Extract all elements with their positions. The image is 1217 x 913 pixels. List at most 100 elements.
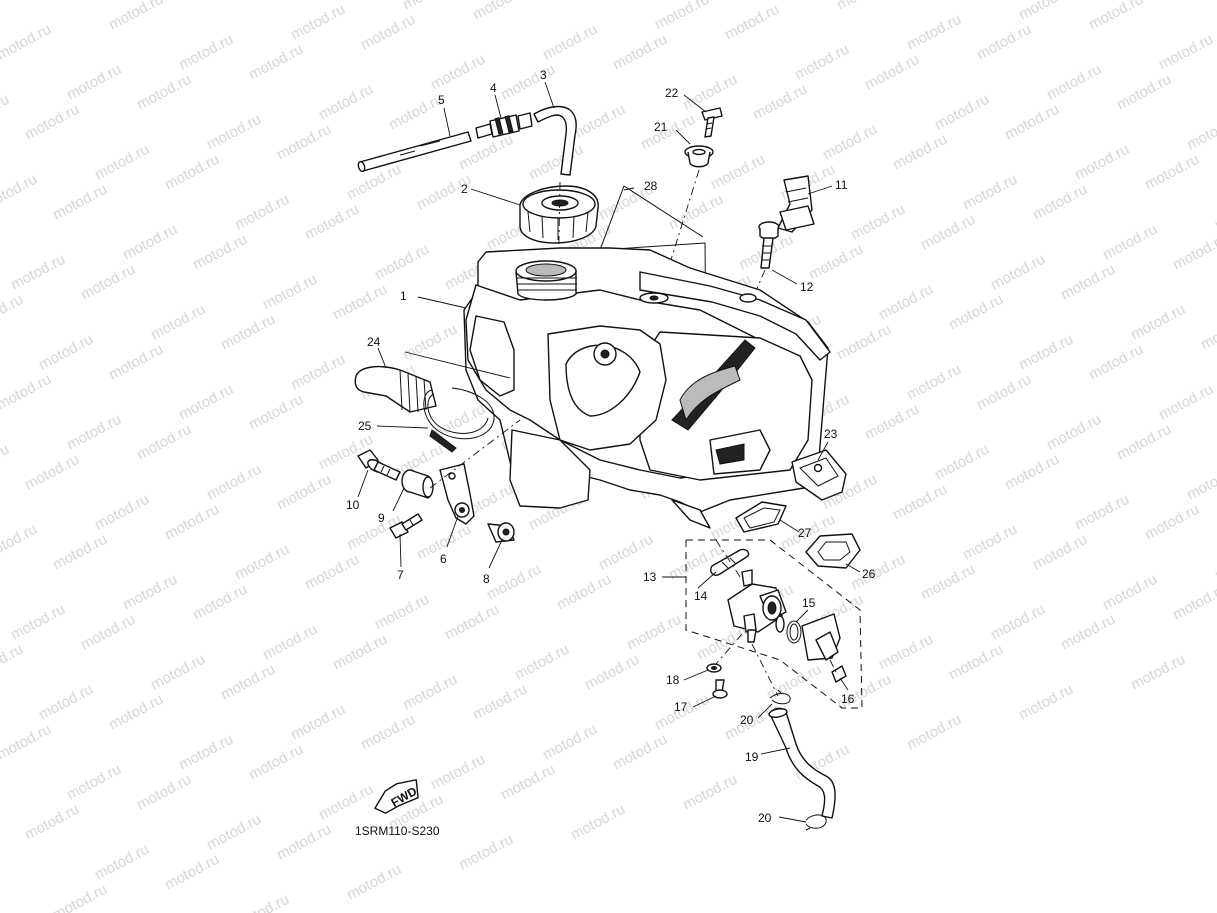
- watermark-text: motod.ru: [834, 0, 894, 14]
- watermark-text: motod.ru: [1114, 71, 1174, 114]
- watermark-text: motod.ru: [1100, 571, 1160, 614]
- watermark-text: motod.ru: [162, 851, 222, 894]
- watermark-text: motod.ru: [358, 711, 418, 754]
- watermark-text: motod.ru: [904, 711, 964, 754]
- watermark-text: motod.ru: [1170, 581, 1217, 624]
- fuel-tank-1: [463, 247, 831, 529]
- watermark-text: motod.ru: [722, 1, 782, 44]
- hose-joint-4: [475, 112, 533, 139]
- callout-25: 25: [358, 419, 372, 433]
- callout-27: 27: [798, 526, 812, 540]
- watermark-text: motod.ru: [288, 1, 348, 44]
- watermark-text: motod.ru: [316, 781, 376, 824]
- watermark-text: motod.ru: [750, 81, 810, 124]
- watermark-text: motod.ru: [1016, 681, 1076, 724]
- watermark-text: motod.ru: [148, 651, 208, 694]
- watermark-text: motod.ru: [330, 631, 390, 674]
- clip-20-upper: [769, 689, 791, 705]
- watermark-text: motod.ru: [64, 411, 124, 454]
- label-27: [735, 501, 787, 533]
- watermark-text: motod.ru: [218, 661, 278, 704]
- clip-20-lower: [805, 814, 827, 831]
- watermark-text: motod.ru: [1058, 261, 1118, 304]
- watermark-text: motod.ru: [50, 531, 110, 574]
- callout-12: 12: [800, 280, 814, 294]
- diagram-code: 1SRM110-S230: [355, 824, 440, 838]
- callout-6: 6: [440, 552, 447, 566]
- watermark-text: motod.ru: [960, 171, 1020, 214]
- watermark-text: motod.ru: [1016, 0, 1076, 24]
- watermark-text: motod.ru: [568, 101, 628, 144]
- watermark-text: motod.ru: [1142, 151, 1202, 194]
- watermark-text: motod.ru: [302, 201, 362, 244]
- watermark-text: motod.ru: [540, 721, 600, 764]
- callout-11: 11: [835, 178, 848, 192]
- washer-18: [706, 663, 722, 673]
- watermark-text: motod.ru: [0, 91, 12, 134]
- watermark-text: motod.ru: [946, 291, 1006, 334]
- callout-14: 14: [694, 589, 708, 603]
- fuel-hose-19: [768, 707, 836, 819]
- watermark-text: motod.ru: [106, 0, 166, 34]
- watermark-text: motod.ru: [512, 641, 572, 684]
- watermark-text: motod.ru: [1058, 611, 1118, 654]
- watermark-text: motod.ru: [596, 531, 656, 574]
- watermark-text: motod.ru: [652, 0, 712, 34]
- watermark-text: motod.ru: [246, 41, 306, 84]
- callout-5: 5: [438, 93, 445, 107]
- watermark-text: motod.ru: [932, 91, 992, 134]
- watermark-text: motod.ru: [0, 521, 40, 564]
- watermark-text: motod.ru: [190, 231, 250, 274]
- hose-clip-25: [423, 387, 495, 453]
- callout-15: 15: [802, 596, 816, 610]
- watermark-text: motod.ru: [8, 601, 68, 644]
- watermark-text: motod.ru: [932, 441, 992, 484]
- callout-26: 26: [862, 567, 876, 581]
- watermark-text: motod.ru: [22, 801, 82, 844]
- callout-19: 19: [745, 750, 759, 764]
- watermark-text: motod.ru: [498, 761, 558, 804]
- watermark-text: motod.ru: [792, 41, 852, 84]
- watermark-text: motod.ru: [1156, 31, 1216, 74]
- watermark-text: motod.ru: [708, 151, 768, 194]
- watermark-text: motod.ru: [1114, 421, 1174, 464]
- watermark-text: motod.ru: [92, 141, 152, 184]
- watermark-text: motod.ru: [918, 561, 978, 604]
- callout-numbers: 1 2 3 4 5 6 7 8 9 10 11 12 13 14 15 16 1…: [346, 68, 876, 825]
- watermark-text: motod.ru: [946, 641, 1006, 684]
- watermark-text: motod.ru: [36, 681, 96, 724]
- callout-1: 1: [400, 289, 407, 303]
- watermark-text: motod.ru: [0, 721, 54, 764]
- screw-17: [712, 679, 728, 699]
- watermark-text: motod.ru: [246, 391, 306, 434]
- watermark-text: motod.ru: [806, 241, 866, 284]
- watermark-text: motod.ru: [1044, 61, 1104, 104]
- collar-21: [684, 145, 714, 168]
- watermark-text: motod.ru: [260, 271, 320, 314]
- watermark-text: motod.ru: [820, 121, 880, 164]
- watermark-text: motod.ru: [344, 861, 404, 904]
- watermark-text: motod.ru: [554, 571, 614, 614]
- watermark-text: motod.ru: [834, 321, 894, 364]
- o-ring-15: [775, 615, 802, 644]
- callout-24: 24: [367, 335, 381, 349]
- watermark-text: motod.ru: [1128, 651, 1188, 694]
- watermark-text: motod.ru: [92, 841, 152, 884]
- watermark-text: motod.ru: [190, 581, 250, 624]
- watermark-text: motod.ru: [848, 201, 908, 244]
- watermark-text: motod.ru: [22, 101, 82, 144]
- watermark-text: motod.ru: [246, 741, 306, 784]
- watermark-text: motod.ru: [36, 331, 96, 374]
- watermark-text: motod.ru: [0, 441, 12, 484]
- watermark-text: motod.ru: [862, 51, 922, 94]
- leader-lines: [357, 81, 861, 823]
- watermark-text: motod.ru: [988, 251, 1048, 294]
- watermark-text: motod.ru: [442, 601, 502, 644]
- watermark-text: motod.ru: [260, 621, 320, 664]
- watermark-text: motod.ru: [288, 351, 348, 394]
- watermark-text: motod.ru: [162, 151, 222, 194]
- callout-28: 28: [644, 179, 658, 193]
- watermark-text: motod.ru: [1016, 331, 1076, 374]
- callout-13: 13: [643, 570, 657, 584]
- watermark-text: motod.ru: [288, 701, 348, 744]
